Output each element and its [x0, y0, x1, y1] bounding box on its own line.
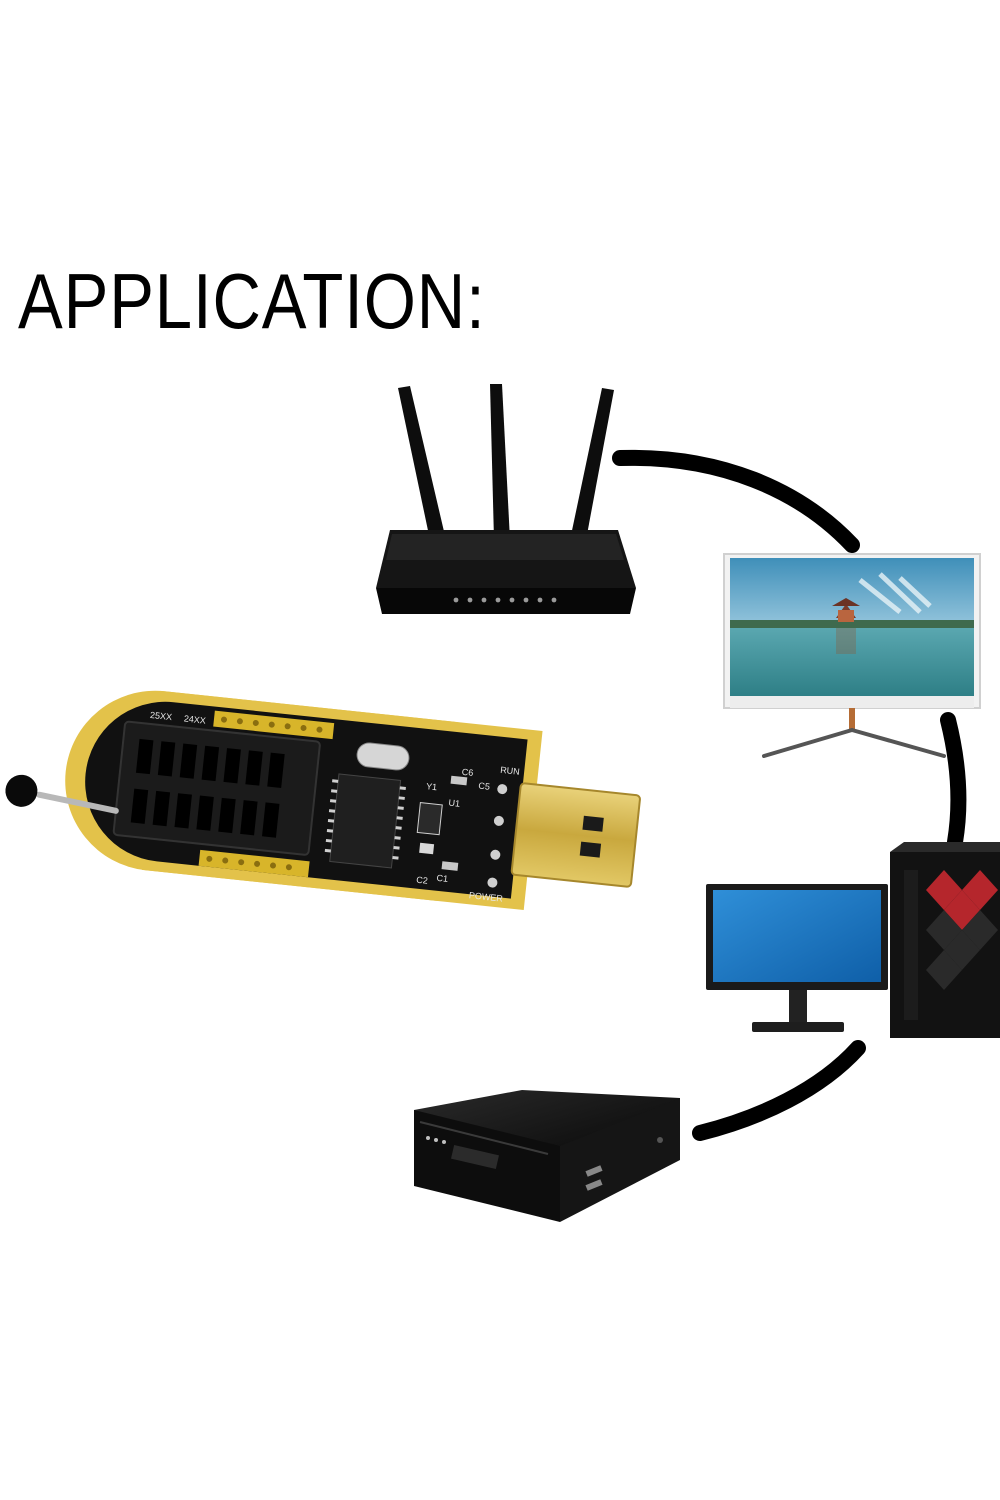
- silkscreen-c6: C6: [461, 767, 473, 778]
- silkscreen-u1: U1: [448, 798, 460, 809]
- silkscreen-y1: Y1: [426, 781, 438, 792]
- silkscreen-run: RUN: [500, 765, 520, 777]
- silkscreen-24xx: 24XX: [183, 713, 206, 725]
- silkscreen-c2: C2: [416, 875, 428, 886]
- silkscreen-c5: C5: [478, 781, 490, 792]
- connection-arc-router-monitor: [612, 449, 860, 553]
- set-top-box-icon: [414, 1090, 680, 1222]
- monitor-icon: [723, 553, 981, 758]
- connection-arc-monitor-computer: [940, 712, 967, 850]
- connection-arc-computer-settopbox: [692, 1040, 866, 1141]
- usb-eeprom-programmer-icon: 25XX 24XX RUN POWER C6 C5 Y1 U1 C1 C2: [5, 690, 641, 910]
- wireless-router-icon: [376, 384, 636, 614]
- desktop-computer-icon: [706, 842, 1000, 1038]
- silkscreen-power: POWER: [468, 890, 503, 904]
- page-title: APPLICATION:: [18, 257, 486, 345]
- silkscreen-25xx: 25XX: [150, 710, 173, 722]
- silkscreen-c1: C1: [436, 873, 448, 884]
